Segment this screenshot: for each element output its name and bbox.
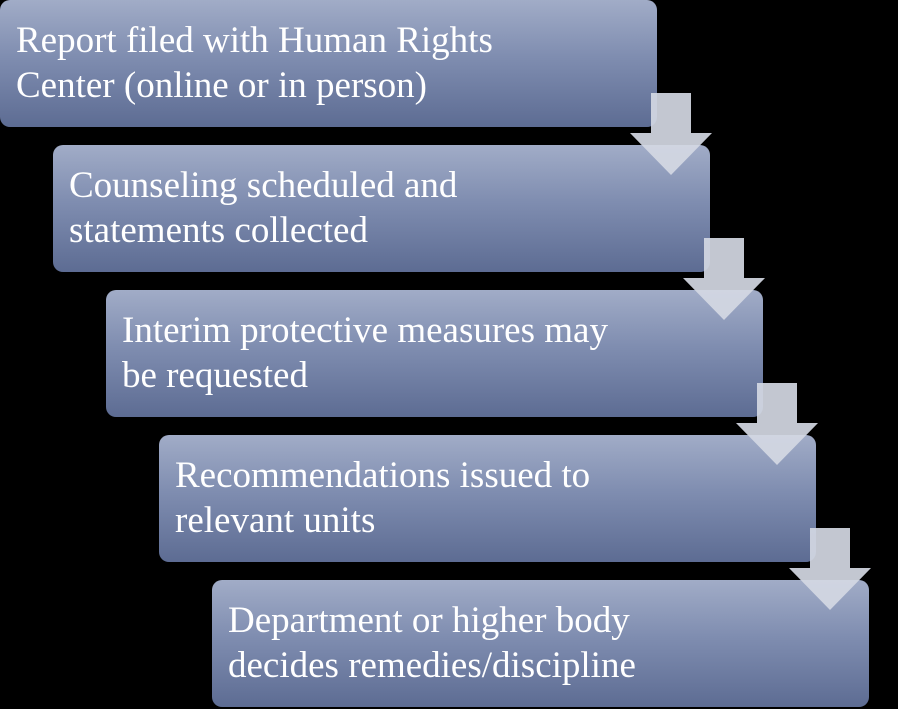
step-4-box: Recommendations issued to relevant units [159,435,816,562]
step-1-label: Report filed with Human Rights Center (o… [16,20,493,106]
down-arrow-icon [736,383,818,465]
step-3-box: Interim protective measures may be reque… [106,290,763,417]
step-5-box: Department or higher body decides remedi… [212,580,869,707]
down-arrow-icon [789,528,871,610]
step-3-label: Interim protective measures may be reque… [122,310,608,396]
down-arrow-icon [683,238,765,320]
step-2-label: Counseling scheduled and statements coll… [69,165,458,251]
step-1-box: Report filed with Human Rights Center (o… [0,0,657,127]
down-arrow-icon [630,93,712,175]
step-5-label: Department or higher body decides remedi… [228,600,636,686]
step-4-label: Recommendations issued to relevant units [175,455,591,541]
step-2-box: Counseling scheduled and statements coll… [53,145,710,272]
